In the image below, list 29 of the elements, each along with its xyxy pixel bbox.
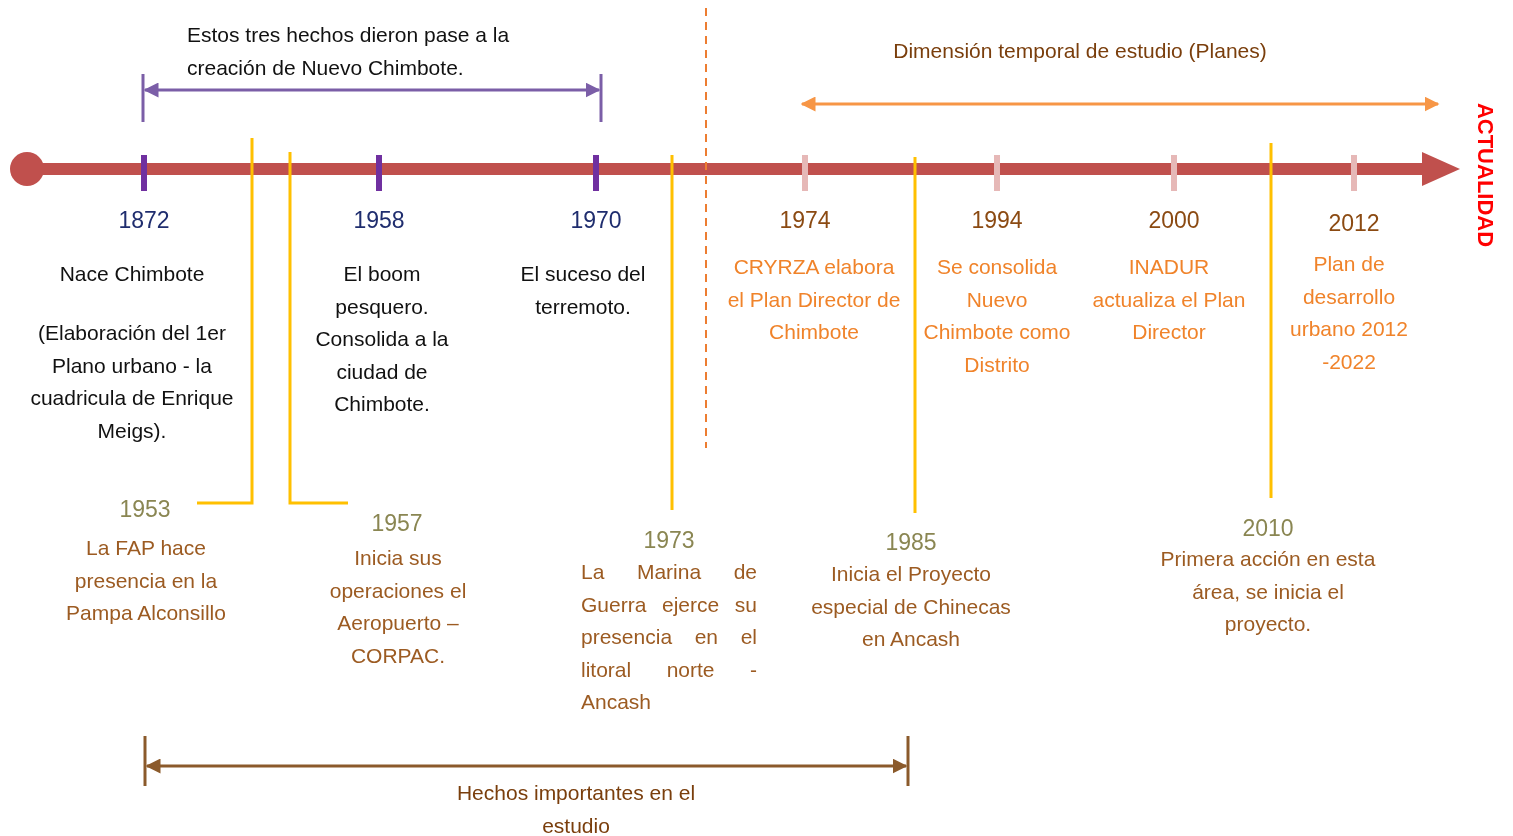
event-text: Inicia sus operaciones el Aeropuerto – CORPAC. bbox=[328, 545, 468, 669]
year-label: 2000 bbox=[1147, 206, 1201, 235]
year-label: 1973 bbox=[642, 526, 696, 555]
end-label: ACTUALIDAD bbox=[1473, 102, 1497, 248]
year-label: 1974 bbox=[778, 206, 832, 235]
event-text: INADUR actualiza el Plan Director bbox=[1091, 254, 1247, 345]
year-label: 1872 bbox=[117, 206, 171, 235]
event-text: Se consolida Nuevo Chimbote como Distrito bbox=[922, 254, 1072, 378]
event-text: La FAP hace presencia en la Pampa Alconsillo bbox=[66, 535, 226, 626]
event-text: (Elaboración del 1er Plano urbano - la cuadricula de Enrique Meigs). bbox=[29, 320, 235, 444]
year-label: 1970 bbox=[569, 206, 623, 235]
year-label: 1957 bbox=[370, 509, 424, 538]
year-label: 1958 bbox=[352, 206, 406, 235]
event-text: Inicia el Proyecto especial de Chinecas en Ancash bbox=[810, 561, 1012, 652]
note-text: Dimensión temporal de estudio (Planes) bbox=[892, 38, 1268, 64]
note-text: Hechos importantes en el estudio bbox=[455, 780, 697, 836]
event-text: La Marina de Guerra ejerce su presencia en el litoral norte - Ancash bbox=[581, 559, 757, 715]
event-text: CRYRZA elabora el Plan Director de Chimbote bbox=[726, 254, 902, 345]
event-text: El suceso del terremoto. bbox=[519, 261, 647, 320]
year-label: 2012 bbox=[1327, 209, 1381, 238]
note-text: Estos tres hechos dieron pase a la creación de Nuevo Chimbote. bbox=[187, 22, 511, 81]
year-label: 1985 bbox=[884, 528, 938, 557]
event-text: Nace Chimbote bbox=[58, 261, 206, 287]
year-label: 2010 bbox=[1241, 514, 1295, 543]
year-label: 1994 bbox=[970, 206, 1024, 235]
event-text: Primera acción en esta área, se inicia el proyecto. bbox=[1159, 546, 1377, 637]
event-text: El boom pesquero. Consolida a la ciudad de Chimbote. bbox=[314, 261, 450, 417]
event-text: Plan de desarrollo urbano 2012 -2022 bbox=[1289, 251, 1409, 375]
year-label: 1953 bbox=[118, 495, 172, 524]
